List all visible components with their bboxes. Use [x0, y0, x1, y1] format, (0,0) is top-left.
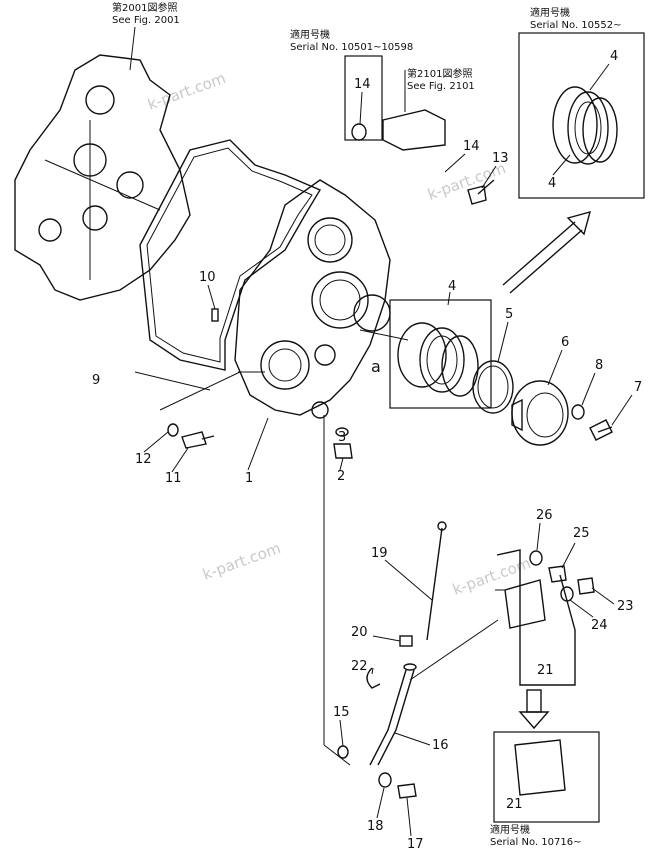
note-serial-10716: 適用号機 Serial No. 10716~ [490, 731, 600, 848]
label-part-23: 23 [617, 599, 634, 614]
seal-box [389, 299, 492, 409]
guide-tube-part-16 [369, 663, 417, 766]
washer-part-15 [337, 745, 349, 759]
note-serial-br-line2: Serial No. 10716~ [490, 837, 581, 848]
label-part-7: 7 [634, 380, 642, 395]
bolt-part-7 [589, 419, 613, 441]
clamp-part-22 [366, 667, 381, 689]
serial-top-right-box [518, 32, 645, 199]
label-part-2: 2 [337, 469, 345, 484]
label-part-21: 21 [537, 663, 554, 678]
plug-part-2 [333, 443, 353, 459]
label-part-14-second: 14 [463, 139, 480, 154]
gasket-part-9 [134, 139, 322, 391]
arrow-to-seal-alt [502, 211, 591, 294]
label-part-5: 5 [505, 307, 513, 322]
seal-part-14 [351, 123, 367, 141]
leader-line [134, 371, 211, 391]
label-part-3: 3 [338, 430, 346, 445]
label-part-19: 19 [371, 546, 388, 561]
bracket-alt-part-21 [514, 739, 566, 796]
serial-bottom-right-box [493, 731, 600, 823]
label-leaders [143, 63, 633, 837]
label-part-16: 16 [432, 738, 449, 753]
washer-part-18 [378, 772, 392, 788]
bolt-part-17 [397, 783, 417, 799]
assembly-lines [159, 371, 499, 766]
bolt-part-11 [181, 431, 215, 449]
note-serial-top-line1: 適用号機 [290, 28, 330, 41]
note-serial-br-line1: 適用号機 [490, 823, 530, 836]
note-2101-line2: See Fig. 2101 [407, 81, 475, 92]
note-serial-10501: 適用号機 Serial No. 10501~10598 [290, 28, 413, 141]
note-2001-line2: See Fig. 2001 [112, 15, 180, 26]
label-part-1: 1 [245, 471, 253, 486]
note-see-fig-2001: 第2001図参照 See Fig. 2001 [112, 1, 180, 71]
bracket-ref-2101 [382, 109, 446, 151]
label-part-18: 18 [367, 819, 384, 834]
label-part-13: 13 [492, 151, 509, 166]
nut-part-23 [577, 577, 595, 595]
serial-top-box [344, 55, 383, 141]
washer-part-12 [167, 423, 179, 437]
label-part-4-alt-top: 4 [610, 49, 618, 64]
gear-case-part-1 [234, 179, 391, 419]
cover-part-6 [511, 380, 569, 446]
note-serial-10552: 適用号機 Serial No. 10552~ [518, 6, 645, 199]
watermark-1: k-part.com [145, 69, 228, 114]
label-part-4: 4 [448, 279, 456, 294]
label-part-15: 15 [333, 705, 350, 720]
note-serial-top-line2: Serial No. 10501~10598 [290, 42, 413, 53]
note-serial-tr-line1: 適用号機 [530, 6, 570, 19]
label-part-4-alt-bottom: 4 [548, 176, 556, 191]
label-part-22: 22 [351, 659, 368, 674]
washer-part-26 [529, 550, 543, 566]
label-part-14: 14 [354, 77, 371, 92]
washer-part-8 [571, 404, 585, 420]
seal-alt-part-4 [552, 86, 618, 165]
label-part-20: 20 [351, 625, 368, 640]
washer-part-3 [335, 427, 349, 437]
note-serial-tr-line2: Serial No. 10552~ [530, 20, 621, 31]
label-part-25: 25 [573, 526, 590, 541]
pin-part-10 [211, 308, 219, 322]
note-see-fig-2101: 第2101図参照 See Fig. 2101 [404, 67, 475, 112]
label-part-10: 10 [199, 270, 216, 285]
dipstick-part-19 [426, 521, 447, 641]
clip-part-20 [399, 635, 413, 647]
note-2101-line1: 第2101図参照 [407, 67, 472, 80]
bracket-part-21 [495, 549, 576, 686]
label-part-21-alt: 21 [506, 797, 523, 812]
leader-line [129, 26, 136, 71]
label-part-8: 8 [595, 358, 603, 373]
bolt-part-13 [467, 179, 495, 205]
bolt-part-25 [548, 565, 567, 583]
label-part-12: 12 [135, 452, 152, 467]
arrow-to-bracket-alt [518, 689, 550, 730]
label-part-17: 17 [407, 837, 424, 849]
callout-a: a [371, 357, 381, 376]
washer-part-24 [560, 586, 574, 602]
label-part-26: 26 [536, 508, 553, 523]
watermark-3: k-part.com [200, 539, 283, 584]
part-labels: 1 2 3 4 4 4 5 6 7 8 9 10 11 12 13 14 14 … [92, 49, 642, 849]
note-2001-line1: 第2001図参照 [112, 1, 177, 14]
o-ring-part-5 [472, 360, 514, 414]
label-part-24: 24 [591, 618, 608, 633]
label-part-6: 6 [561, 335, 569, 350]
label-part-9: 9 [92, 373, 100, 388]
label-part-11: 11 [165, 471, 182, 486]
seal-assembly-part-4 [359, 299, 492, 409]
